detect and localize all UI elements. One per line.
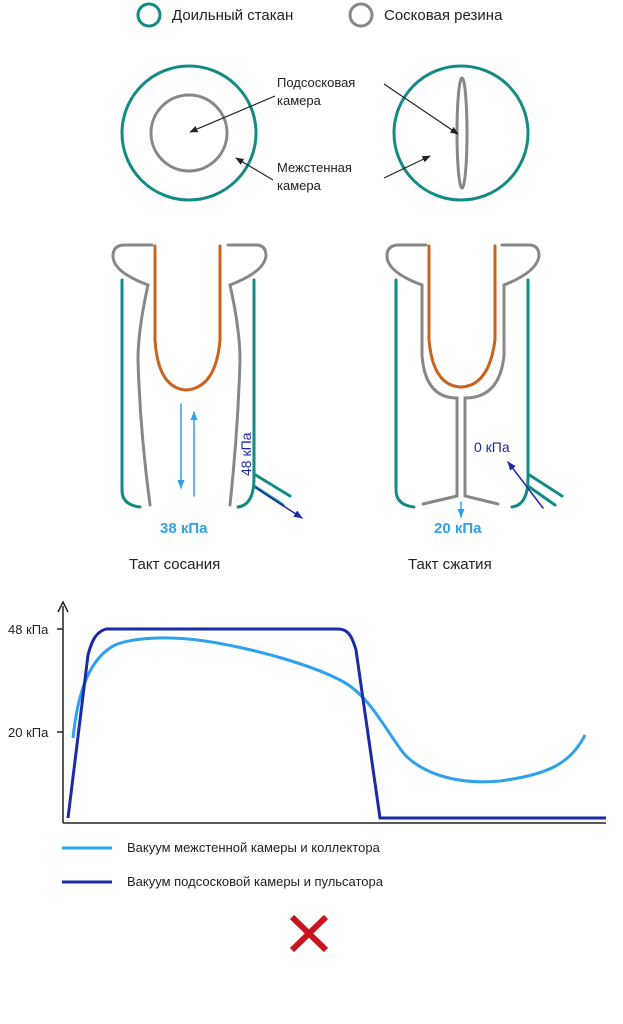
pulsation-chamber-label-2: камера [277, 178, 322, 193]
liner-legend-icon [348, 2, 374, 28]
series-teat-chamber-line [66, 627, 606, 820]
teat-chamber-label-1: Подсосковая [277, 75, 355, 90]
cup-legend-icon [136, 2, 162, 28]
phase-suck-label: Такт сосания [129, 556, 220, 573]
cross-section-left [120, 64, 258, 202]
series-pulsation-chamber-line [71, 636, 587, 784]
cross-section-right [392, 64, 530, 202]
legend-pulsation-label: Вакуум межстенной камеры и коллектора [127, 840, 381, 855]
squeeze-wall-pressure: 0 кПа [474, 439, 510, 455]
pulsation-chamber-label-1: Межстенная [277, 160, 352, 175]
cross-icon [289, 914, 329, 953]
chart-axes [57, 600, 606, 824]
cup-squeeze-phase [385, 243, 564, 518]
cup-legend-label: Доильный стакан [172, 7, 293, 24]
legend-teat-label: Вакуум подсосковой камеры и пульсатора [127, 874, 384, 889]
legend-top: Доильный стакан Сосковая резина [136, 2, 503, 28]
y-tick-20: 20 кПа [8, 725, 49, 740]
liner-legend-label: Сосковая резина [384, 7, 503, 24]
pointer-arrows [189, 83, 459, 181]
suck-wall-pressure: 48 кПа [238, 432, 254, 476]
chart-legend: Вакуум межстенной камеры и коллектора Ва… [62, 840, 384, 889]
y-tick-48: 48 кПа [8, 622, 49, 637]
cup-suck-phase [111, 243, 303, 519]
pressure-chart: 48 кПа 20 кПа [8, 600, 606, 824]
squeeze-teat-pressure: 20 кПа [434, 520, 482, 537]
phase-squeeze-label: Такт сжатия [408, 556, 492, 573]
teat-chamber-label-2: камера [277, 93, 322, 108]
suck-teat-pressure: 38 кПа [160, 520, 208, 537]
